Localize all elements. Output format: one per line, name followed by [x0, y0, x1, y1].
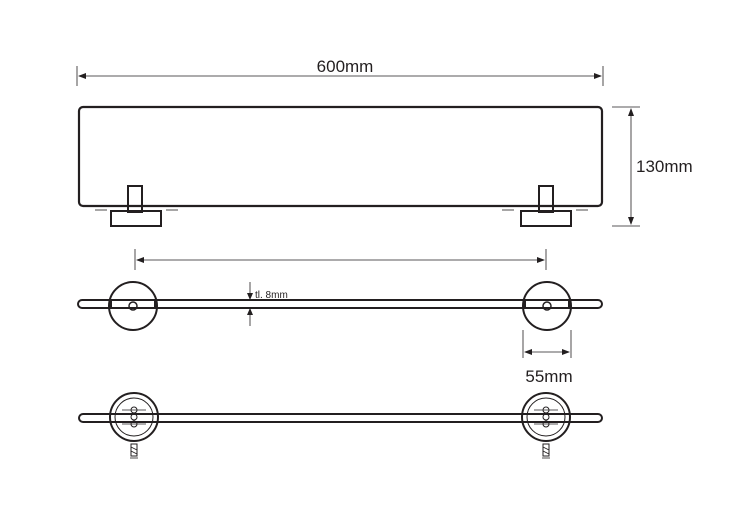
glass-shelf-top: [78, 413, 603, 423]
front-view: 600mm 130mm: [76, 57, 693, 227]
height-dimension: 130mm: [612, 106, 693, 227]
glass-shelf-front: [77, 105, 604, 208]
width-label: 600mm: [317, 57, 374, 76]
thickness-label: tl. 8mm: [255, 290, 288, 301]
width-dimension: 600mm: [76, 57, 604, 86]
right-rosette-side: [522, 281, 572, 331]
thickness-dimension: tl. 8mm: [247, 282, 288, 326]
right-rosette-top: [521, 392, 571, 459]
bracket-width-label: 55mm: [525, 367, 572, 386]
bracket-width-dimension: 55mm: [522, 330, 573, 386]
top-view: [78, 392, 603, 459]
center-distance-dimension: [134, 249, 547, 270]
left-rosette-side: [108, 281, 158, 331]
glass-shelf-edge: [77, 299, 603, 309]
left-rosette-top: [109, 392, 159, 459]
right-bracket-front: [502, 185, 588, 227]
left-bracket-front: [95, 185, 178, 227]
height-label: 130mm: [636, 157, 693, 176]
side-view: tl. 8mm 55mm: [77, 249, 603, 386]
